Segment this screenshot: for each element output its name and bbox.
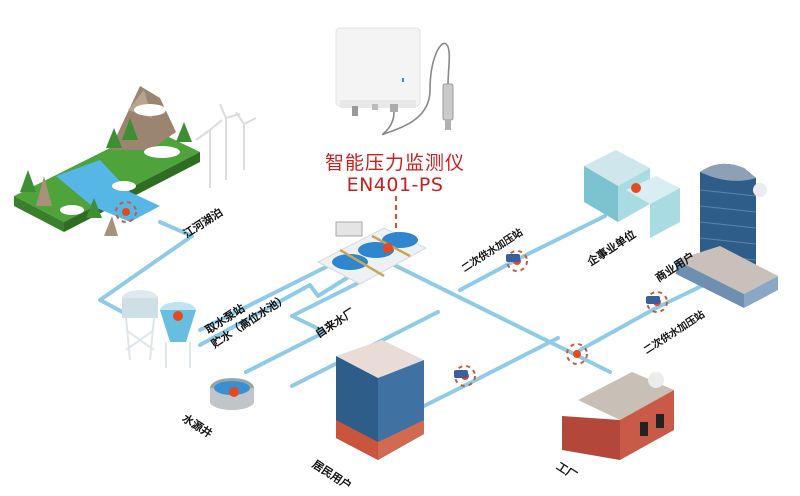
pump-marker-icon: [173, 311, 183, 321]
booster-pump-icon: [506, 254, 520, 262]
marker-ring-residential-booster: [454, 365, 476, 387]
device-model: EN401-PS: [346, 174, 444, 196]
device-led-icon: [402, 78, 404, 82]
marker-dot-lake: [122, 208, 130, 216]
well-marker-icon: [229, 387, 239, 397]
marker-dot-junction: [573, 350, 581, 358]
sensor-cable: [381, 42, 451, 136]
wind-turbine-icon: [195, 103, 257, 188]
device-name: 智能压力监测仪: [324, 152, 465, 174]
monitoring-markers: [115, 201, 668, 387]
pressure-sensor-icon: [442, 83, 454, 121]
pump-station-illustration: [122, 290, 196, 368]
booster-pump-icon: [646, 296, 660, 304]
booster-pump-icon: [454, 370, 468, 378]
institution-building: [584, 150, 680, 238]
pipe-branch-commercial: [578, 280, 712, 352]
device-body: [335, 27, 421, 107]
pipe-residential-booster: [418, 336, 560, 410]
waterworks-illustration: [316, 221, 428, 285]
marker-ring-booster-1: [506, 250, 528, 272]
pressure-monitor-device: [335, 27, 454, 136]
institution-marker-icon: [631, 183, 641, 193]
pipe-well-to-plant: [244, 280, 362, 374]
marker-ring-junction: [566, 343, 588, 365]
commercial-building: [676, 163, 778, 308]
water-source-well-illustration: [210, 378, 254, 410]
marker-ring-lake: [115, 201, 137, 223]
pipe-pump-to-plant: [198, 258, 342, 332]
plant-marker-icon: [383, 243, 393, 253]
residential-building: [336, 340, 424, 460]
booster-pump-icons: [454, 254, 660, 378]
factory-building: [562, 372, 674, 460]
marker-ring-booster-2: [646, 291, 668, 313]
pipe-storage-to-plant: [198, 274, 352, 347]
pipe-lake-to-pump: [98, 220, 194, 318]
